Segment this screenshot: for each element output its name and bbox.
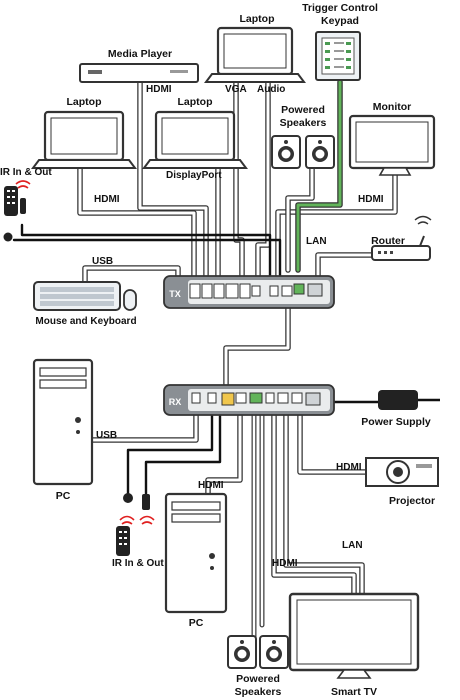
media-player-label: Media Player [108,48,172,60]
conn-vga-label: VGA [225,84,247,95]
media-player-device: Media Player [79,48,199,83]
conn-hdmi-media-label: HDMI [146,84,172,95]
conn-lan-top-label: LAN [306,236,327,247]
powered-speakers-bottom-label-2: Speakers [235,686,282,698]
conn-usb-top-label: USB [92,256,113,267]
pc-left-device: PC [32,358,94,502]
router-label: Router [371,235,405,247]
connection-labels: HDMI VGA Audio HDMI DisplayPort HDMI USB… [92,84,384,569]
laptop-top-label: Laptop [240,13,275,25]
trigger-keypad-label-1: Trigger Control [302,2,378,14]
cable-ir-bottom [126,406,214,502]
conn-usb-bottom-label: USB [96,430,117,441]
pc-bottom-device: PC [164,492,228,629]
powered-speakers-top-label-1: Powered [281,104,325,116]
laptop-mid-device: Laptop [142,96,248,169]
smart-tv-label: Smart TV [331,686,377,698]
smart-tv-device: Smart TV [288,592,420,698]
cables [12,79,398,643]
cable-ir-top [20,223,272,287]
laptop-left-label: Laptop [67,96,102,108]
ir-top-device: IR In & Out [0,167,52,242]
conn-audio-label: Audio [257,84,285,95]
conn-hdmi-projector-label: HDMI [336,462,362,473]
trigger-keypad-device: Trigger Control Keypad [302,2,378,81]
conn-lan-bottom-label: LAN [342,540,363,551]
ir-top-label: IR In & Out [0,167,52,178]
pc-bottom-label: PC [189,617,204,629]
tx-unit: TX [163,275,335,309]
power-supply-device: Power Supply [361,390,440,428]
conn-displayport-label: DisplayPort [166,170,222,181]
laptop-left-device: Laptop [31,96,137,169]
ir-bottom-label: IR In & Out [112,558,164,569]
monitor-device: Monitor [348,101,436,176]
trigger-keypad-label-2: Keypad [321,15,359,27]
power-supply-label: Power Supply [361,416,431,428]
pc-left-label: PC [56,490,71,502]
mouse-keyboard-device: Mouse and Keyboard [33,281,137,327]
conn-hdmi-monitor-label: HDMI [358,194,384,205]
monitor-label: Monitor [373,101,412,113]
rx-label: RX [169,397,182,407]
powered-speakers-top-label-2: Speakers [280,117,327,129]
conn-hdmi-laptop-label: HDMI [94,194,120,205]
rx-unit: RX [163,384,335,416]
mouse-keyboard-label: Mouse and Keyboard [35,316,136,327]
conn-hdmi-pc-label: HDMI [198,480,224,491]
laptop-top-device: Laptop [204,13,306,83]
powered-speakers-top-device: Powered Speakers [271,104,335,169]
tx-label: TX [169,289,181,299]
conn-hdmi-tv-label: HDMI [272,558,298,569]
powered-speakers-bottom-label-1: Powered [236,673,280,685]
powered-speakers-bottom-device: Powered Speakers [227,635,289,698]
router-device: Router [371,215,432,261]
projector-label: Projector [389,495,435,507]
projector-device: Projector [365,457,439,507]
laptop-mid-label: Laptop [178,96,213,108]
ir-bottom-device: IR In & Out [112,493,164,569]
